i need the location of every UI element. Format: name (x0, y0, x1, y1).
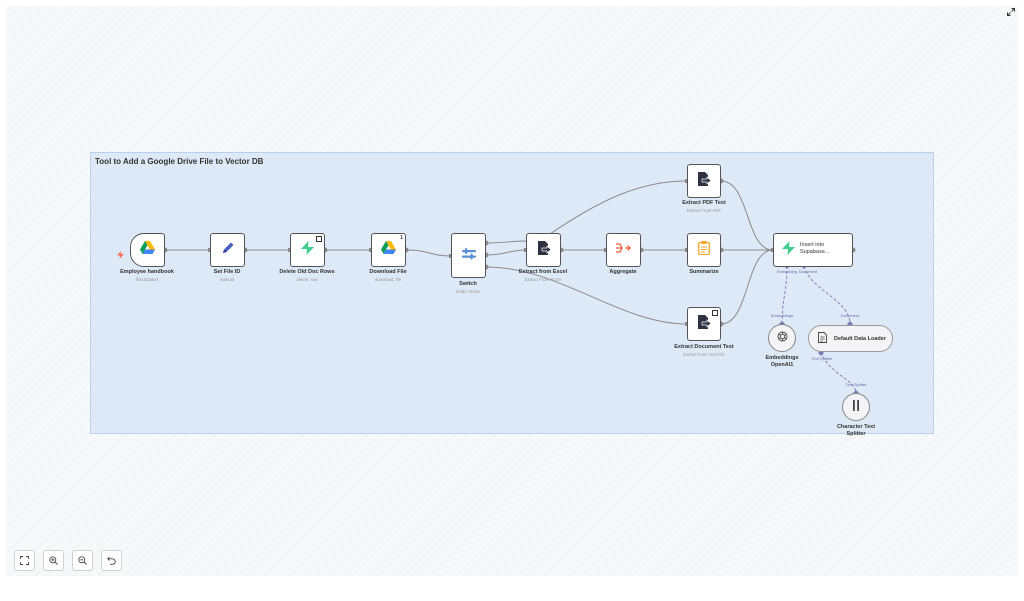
node-subtitle: Extract From PDF (686, 208, 722, 213)
node-subtitle: download: file (374, 277, 402, 282)
node-label: Switch (459, 281, 477, 287)
node-label: Summarize (689, 269, 719, 275)
extract-icon (697, 171, 712, 191)
expand-icon[interactable] (1006, 7, 1016, 17)
fit-view-button[interactable] (14, 550, 35, 571)
summarize-icon (698, 240, 710, 260)
fit-view-icon (20, 552, 29, 570)
connector-label-document: Document (840, 313, 860, 318)
reset-zoom-button[interactable] (101, 550, 122, 571)
node-set-file-id[interactable] (210, 233, 245, 267)
extract-icon (537, 240, 552, 260)
trigger-bolt-icon (117, 246, 124, 264)
run-count-badge: 1 (400, 235, 403, 241)
zoom-in-icon (49, 552, 58, 570)
node-delete-old-doc-rows[interactable] (290, 233, 325, 267)
zoom-out-icon (78, 552, 87, 570)
aggregate-icon (616, 241, 631, 259)
node-label: Set File ID (213, 269, 241, 275)
node-character-text-splitter[interactable] (842, 393, 870, 421)
undo-icon (107, 552, 116, 570)
node-subtitle: mode: Rules (455, 289, 481, 294)
node-label: Insert into Supabase... (800, 242, 830, 256)
google-drive-icon (140, 241, 155, 259)
supabase-icon (782, 240, 795, 260)
connector-label-embedding: Embedding (776, 269, 798, 274)
node-download-file[interactable]: 1 (371, 233, 406, 267)
splitter-icon (852, 398, 860, 416)
node-subtitle: Extract From XLSX (524, 277, 562, 282)
node-subtitle: Extract From Text File (683, 352, 725, 357)
node-aggregate[interactable] (606, 233, 641, 267)
document-icon (818, 330, 827, 348)
node-insert-into-supabase[interactable] (773, 233, 853, 267)
node-label: Employee handbook (120, 269, 174, 275)
node-embeddings-openai[interactable] (768, 324, 796, 352)
node-summarize[interactable] (687, 233, 721, 267)
openai-icon (777, 329, 788, 347)
node-label: Default Data Loader (834, 335, 886, 342)
node-label: Delete Old Doc Rows (279, 269, 335, 275)
node-switch[interactable] (451, 233, 486, 278)
supabase-icon (301, 240, 314, 260)
node-label: Extract Document Text (674, 344, 734, 350)
zoom-out-button[interactable] (72, 550, 93, 571)
node-label: Extract from Excel (518, 269, 568, 275)
node-default-data-loader[interactable]: Default Data Loader (808, 325, 893, 352)
node-extract-pdf-text[interactable] (687, 164, 721, 198)
zoom-in-button[interactable] (43, 550, 64, 571)
node-label: Extract PDF Text (682, 200, 726, 206)
connector-label-embeddings: Embeddings (770, 313, 794, 318)
node-extract-document-text[interactable] (687, 307, 721, 341)
connector-label-text-splitter: Text Splitter (811, 356, 833, 361)
pin-icon (316, 236, 322, 242)
google-drive-icon (381, 241, 396, 259)
node-subtitle: manual (219, 277, 235, 282)
switch-icon (461, 247, 476, 265)
node-label: Download File (369, 269, 407, 275)
pencil-icon (221, 241, 235, 260)
extract-icon (697, 314, 712, 334)
node-extract-from-excel[interactable] (526, 233, 561, 267)
connector-label-document: Document (798, 269, 818, 274)
node-employee-handbook[interactable] (130, 233, 165, 267)
connector-label-text-splitter: Text Splitter (845, 382, 867, 387)
node-subtitle: fileUpdated (136, 277, 158, 282)
node-subtitle: delete: row (296, 277, 318, 282)
node-label: Aggregate (609, 269, 637, 275)
sticky-title: Tool to Add a Google Drive File to Vecto… (95, 157, 264, 166)
node-label: Embeddings OpenAI1 (765, 355, 799, 368)
pin-icon (712, 310, 718, 316)
node-label: Character Text Splitter (836, 424, 876, 437)
